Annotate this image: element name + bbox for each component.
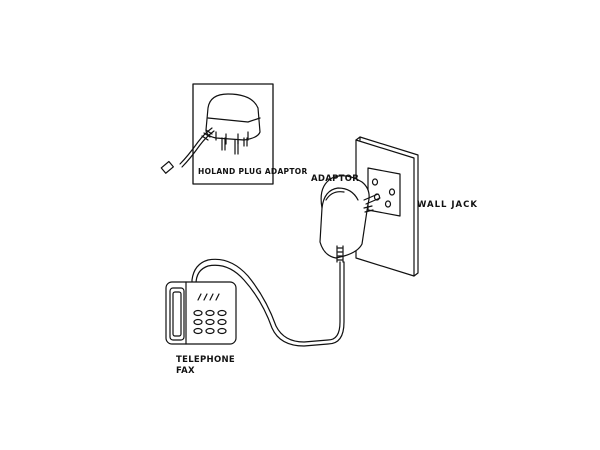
inset-box bbox=[160, 83, 274, 185]
wall-jack-label: WALL JACK bbox=[417, 200, 478, 210]
inset-label: HOLAND PLUG ADAPTOR bbox=[198, 167, 308, 176]
fax-label: FAX bbox=[176, 366, 195, 376]
adaptor bbox=[319, 175, 381, 263]
adaptor-label: ADAPTOR bbox=[311, 174, 360, 184]
telephone bbox=[165, 281, 237, 345]
telephone-label: TELEPHONE bbox=[176, 355, 236, 365]
telephone-cord bbox=[191, 258, 341, 343]
